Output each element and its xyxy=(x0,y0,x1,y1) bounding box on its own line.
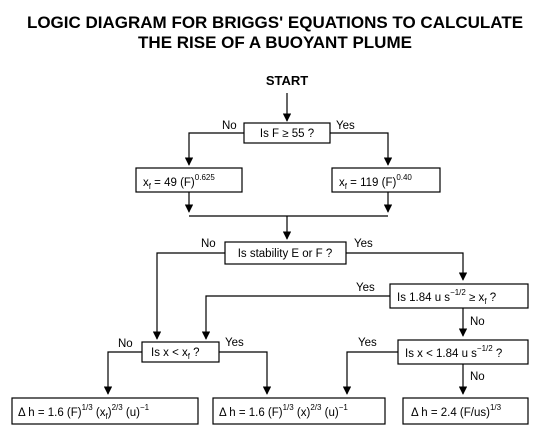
d2-no-label: No xyxy=(201,238,216,250)
d4-no-label: No xyxy=(118,338,133,350)
formula-xf-49-text: xf = 49 (F)0.625 xyxy=(143,173,215,191)
d1-no-label: No xyxy=(222,120,237,132)
result-formula-stable-text: Δ h = 2.4 (F/us)1/3 xyxy=(411,403,502,419)
arrow-d3-yes xyxy=(201,295,390,340)
result-formula-xf xyxy=(11,397,199,425)
title-line-1: LOGIC DIAGRAM FOR BRIGGS' EQUATIONS TO C… xyxy=(27,13,523,32)
formula-xf-49 xyxy=(135,167,243,193)
arrow-d1-no xyxy=(184,132,244,166)
d4-yes-label: Yes xyxy=(225,337,244,349)
decision-184us-ge-xf xyxy=(389,283,529,309)
decision-stability-text: Is stability E or F ? xyxy=(238,248,333,260)
arrow-d1-yes xyxy=(330,132,393,166)
arrow-d2-yes xyxy=(346,252,468,281)
arrow-d2-no xyxy=(152,252,225,340)
arrow-d4-yes xyxy=(219,351,272,395)
d3-yes-label: Yes xyxy=(356,282,375,294)
result-formula-stable xyxy=(402,397,529,425)
formula-xf-119-text: xf = 119 (F)0.40 xyxy=(339,173,412,191)
arrow-d4-no xyxy=(103,351,142,395)
decision-f-ge-55-text: Is F ≥ 55 ? xyxy=(260,128,314,140)
result-formula-xf-text: Δ h = 1.6 (F)1/3 (xf)2/3 (u)−1 xyxy=(18,403,150,421)
d1-yes-label: Yes xyxy=(336,120,355,132)
arrow-d5-yes xyxy=(342,351,398,395)
result-formula-x xyxy=(212,397,386,425)
d3-no-label: No xyxy=(470,316,485,328)
title-line-2: THE RISE OF A BUOYANT PLUME xyxy=(138,33,412,52)
decision-184us-ge-xf-text: Is 1.84 u s−1/2 ≥ xf ? xyxy=(397,288,496,306)
decision-x-lt-184us xyxy=(397,339,529,365)
result-formula-x-text: Δ h = 1.6 (F)1/3 (x)2/3 (u)−1 xyxy=(219,403,348,419)
d5-yes-label: Yes xyxy=(358,337,377,349)
formula-xf-119 xyxy=(331,167,441,193)
d2-yes-label: Yes xyxy=(354,238,373,250)
decision-x-lt-xf-text: Is x < xf ? xyxy=(151,347,200,361)
decision-x-lt-184us-text: Is x < 1.84 u s−1/2 ? xyxy=(405,344,502,360)
start-label: START xyxy=(266,73,308,88)
d5-no-label: No xyxy=(470,371,485,383)
